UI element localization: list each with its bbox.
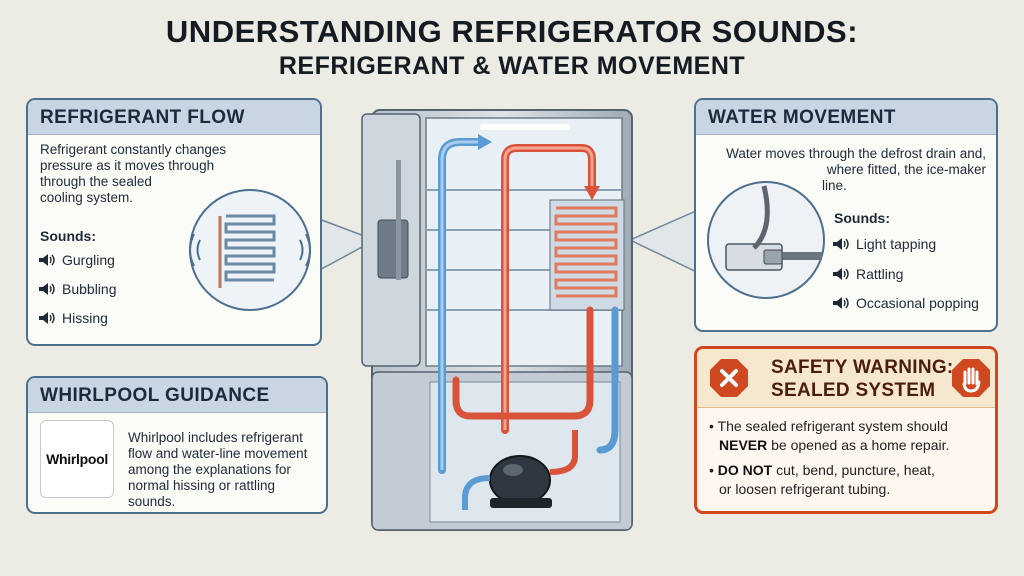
warning-bullet-1: • The sealed refrigerant system should N…	[709, 418, 950, 453]
sound-item: Light tapping	[832, 236, 936, 252]
speaker-icon	[39, 312, 55, 324]
safety-warning-card: SAFETY WARNING: SEALED SYSTEM • The seal…	[694, 346, 998, 514]
page-subtitle: REFRIGERANT & WATER MOVEMENT	[278, 52, 746, 80]
whirlpool-heading: WHIRLPOOL GUIDANCE	[28, 378, 326, 413]
stop-hand-icon	[952, 359, 990, 397]
whirlpool-desc: Whirlpool includes refrigerant flow and …	[128, 430, 308, 509]
speaker-icon	[39, 283, 55, 295]
water-desc: Water moves through the defrost drain an…	[726, 146, 986, 193]
page-title: UNDERSTANDING REFRIGERATOR SOUNDS:	[165, 14, 859, 49]
warning-heading-2: SEALED SYSTEM	[771, 380, 936, 401]
sound-item: Gurgling	[38, 252, 115, 268]
close-x-icon	[710, 359, 748, 397]
water-line-magnifier-illustration	[707, 181, 825, 299]
speaker-icon	[833, 268, 849, 280]
refrigerator-illustration	[361, 109, 633, 531]
cold-refrigerant-line-2	[596, 306, 619, 454]
whirlpool-logo: Whirlpool	[40, 420, 114, 498]
compressor	[489, 455, 552, 508]
speaker-icon	[833, 297, 849, 309]
water-sounds-heading: Sounds:	[834, 210, 890, 226]
water-movement-card: WATER MOVEMENT Water moves through the d…	[694, 98, 998, 332]
speaker-icon	[39, 254, 55, 266]
whirlpool-guidance-card: WHIRLPOOL GUIDANCE Whirlpool Whirlpool i…	[26, 376, 328, 514]
coil-magnifier-illustration	[189, 189, 311, 311]
water-dispenser	[377, 219, 409, 279]
sound-item: Occasional popping	[832, 295, 979, 311]
return-refrigerant-line	[452, 306, 594, 420]
sound-item: Rattling	[832, 266, 903, 282]
speaker-icon	[833, 238, 849, 250]
refrigerant-sounds-heading: Sounds:	[40, 228, 96, 244]
sound-item: Hissing	[38, 310, 108, 326]
refrigerant-flow-card: REFRIGERANT FLOW Refrigerant constantly …	[26, 98, 322, 346]
warning-bullet-2: • DO NOT cut, bend, puncture, heat, or l…	[709, 462, 935, 497]
water-movement-heading: WATER MOVEMENT	[696, 100, 996, 135]
evaporator-coil	[549, 199, 625, 311]
refrigerant-desc: Refrigerant constantly changes pressure …	[40, 142, 227, 205]
refrigerant-flow-heading: REFRIGERANT FLOW	[28, 100, 320, 135]
sound-item: Bubbling	[38, 281, 117, 297]
warning-heading-1: SAFETY WARNING:	[771, 357, 954, 378]
